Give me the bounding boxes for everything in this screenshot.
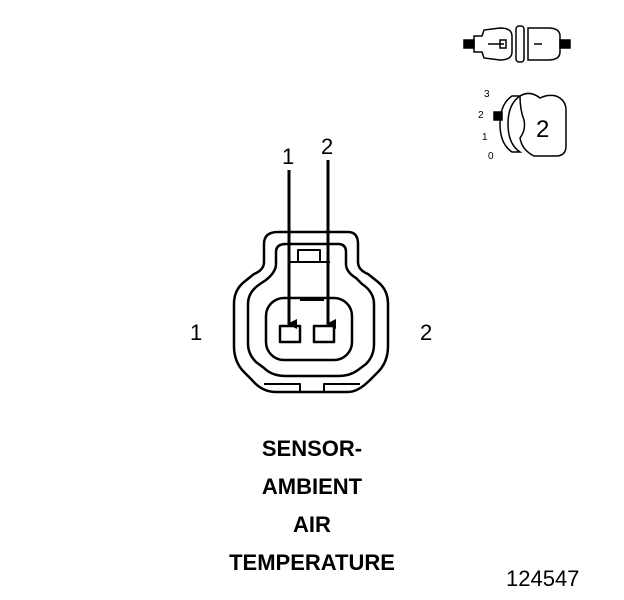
key-position-label-2: 2	[478, 110, 484, 121]
title-line-2: AMBIENT	[261, 474, 363, 499]
connector-latch	[297, 249, 321, 263]
connector-bottom-key	[264, 383, 360, 392]
terminal-pin-1	[278, 324, 302, 344]
key-position-label-3: 3	[484, 89, 490, 100]
title-line-3: AIR	[293, 512, 331, 537]
title-line-4: TEMPERATURE	[229, 550, 395, 575]
key-position-label-0: 0	[488, 151, 494, 162]
key-indicator-icon	[493, 92, 567, 157]
connector-face	[232, 230, 390, 394]
side-label-pin-1: 1	[190, 320, 203, 345]
title-line-1: SENSOR-	[261, 436, 363, 461]
terminal-pin-2	[312, 324, 336, 344]
connector-terminal-cavity	[264, 296, 354, 362]
key-number-label: 2	[536, 116, 550, 143]
arrow-label-pin-1: 1	[282, 144, 295, 169]
connector-outer-housing	[232, 230, 390, 394]
connector-inner-housing	[246, 242, 376, 378]
connector-side-view-icon	[463, 25, 571, 63]
side-label-pin-2: 2	[420, 320, 433, 345]
arrow-label-pin-2: 2	[321, 134, 334, 159]
key-position-label-1: 1	[482, 132, 488, 143]
figure-number: 124547	[506, 566, 580, 591]
